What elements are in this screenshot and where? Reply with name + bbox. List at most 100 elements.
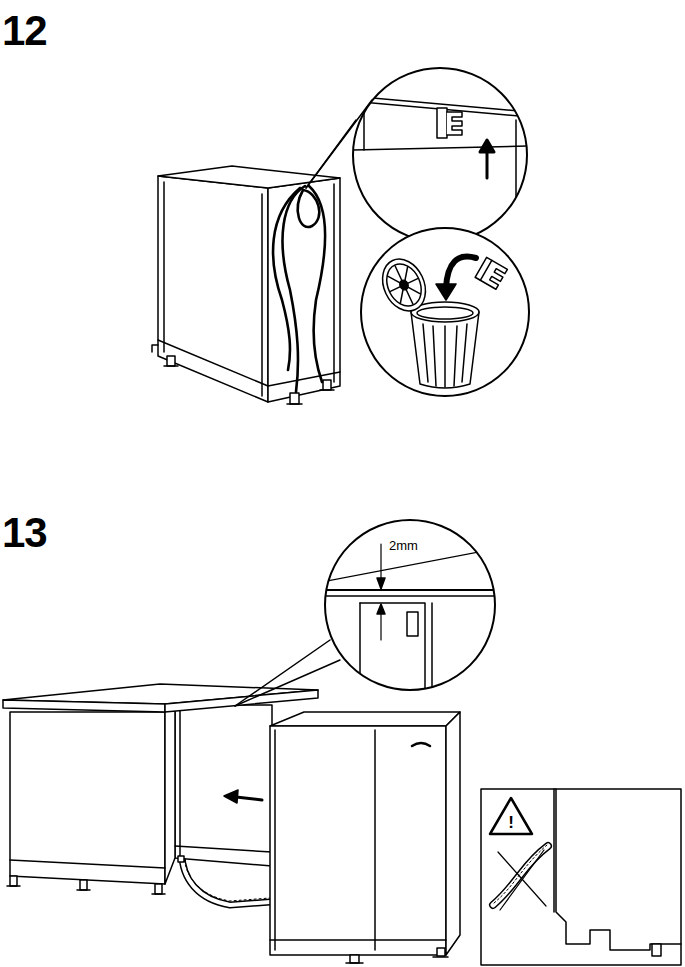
feet [323, 380, 331, 390]
dishwasher [270, 939, 446, 941]
lid [380, 258, 428, 311]
lid [406, 290, 413, 305]
cabinet [10, 712, 165, 884]
dishwasher [270, 712, 460, 963]
arrow-up [486, 150, 489, 178]
curved-arrow [436, 284, 456, 300]
lid [408, 284, 420, 297]
cabinet [165, 705, 175, 884]
dishwasher [446, 712, 460, 955]
trash-can [462, 324, 467, 382]
step-number: 13 [2, 512, 47, 554]
feet [164, 365, 178, 367]
hoses [283, 186, 305, 392]
detail-callout [353, 68, 527, 242]
trash-can [411, 302, 479, 388]
lid [374, 252, 433, 318]
dishwasher-body [158, 166, 340, 188]
gap-callout [359, 603, 361, 700]
dishwasher-body [158, 340, 268, 386]
dimension-arrows [377, 544, 385, 640]
dishwasher-body [152, 166, 340, 402]
dishwasher [346, 962, 363, 964]
push-arrow [236, 797, 262, 800]
feet [167, 356, 175, 366]
callout-leader [235, 660, 340, 706]
dishwasher [412, 743, 430, 746]
dishwasher [433, 956, 448, 958]
gap-callout [322, 548, 500, 700]
dishwasher-body [163, 182, 165, 352]
crossed-hose [493, 845, 548, 910]
callout-leader [235, 640, 340, 706]
warning-inset [481, 789, 681, 965]
dishwasher [350, 955, 359, 963]
cabinet-legs [155, 884, 162, 894]
lid [374, 252, 433, 318]
dishwasher-body [268, 178, 340, 402]
lid [398, 279, 409, 291]
gap-callout [322, 595, 500, 597]
feet [320, 389, 334, 391]
feet [287, 403, 302, 405]
dimension-arrows [377, 604, 385, 614]
detail-callout [350, 68, 530, 245]
feet [290, 393, 299, 404]
bracket [437, 108, 447, 138]
trash-can [433, 326, 436, 386]
arrow-up [480, 140, 494, 178]
cabinet-legs [80, 880, 87, 890]
dishwasher [374, 730, 376, 950]
dishwasher [437, 948, 445, 956]
hoses [273, 188, 300, 370]
countertop [3, 700, 165, 712]
push-arrow [224, 790, 238, 803]
cabinet-legs [152, 893, 165, 895]
dishwasher-body [333, 184, 335, 382]
detail-callout [363, 103, 365, 150]
callout-leader [235, 640, 330, 706]
gap-callout [325, 520, 495, 690]
push-arrow [224, 790, 262, 803]
lid [408, 279, 418, 284]
warning-inset [553, 789, 555, 912]
lid [400, 267, 412, 280]
dimension-arrows [377, 578, 385, 589]
trash-can [417, 307, 473, 319]
lid [395, 266, 402, 281]
bracket [480, 260, 492, 280]
cabinet-legs [7, 885, 20, 887]
crossed-hose [494, 845, 547, 903]
bracket [475, 257, 507, 289]
lid [396, 290, 408, 303]
cabinet [175, 846, 272, 852]
gap-callout [360, 603, 425, 700]
trash-can [411, 312, 479, 388]
arrow-up [480, 140, 494, 152]
trash-can [444, 326, 446, 387]
warning-inset [556, 789, 681, 950]
dimension-label: 2mm [388, 539, 419, 552]
cabinet [10, 860, 165, 868]
lid [388, 273, 400, 286]
detail-callout [515, 120, 517, 245]
bracket [437, 108, 462, 138]
dimension-arrows [380, 611, 381, 640]
step-number: 12 [2, 10, 47, 52]
cabinet [175, 705, 272, 866]
detail-callout [350, 146, 530, 150]
dishwasher-body [158, 176, 268, 402]
gap-callout [322, 548, 500, 582]
dishwasher [270, 726, 446, 955]
curved-arrow [436, 257, 476, 300]
trash-can [423, 324, 428, 382]
cabinet-legs [178, 856, 184, 862]
bracket [447, 112, 462, 135]
detail-callout [350, 96, 530, 245]
cabinet [179, 705, 181, 858]
warning-inset [481, 789, 681, 965]
gap-callout [431, 603, 433, 700]
bracket [475, 257, 507, 289]
dimension-arrows [380, 544, 381, 582]
